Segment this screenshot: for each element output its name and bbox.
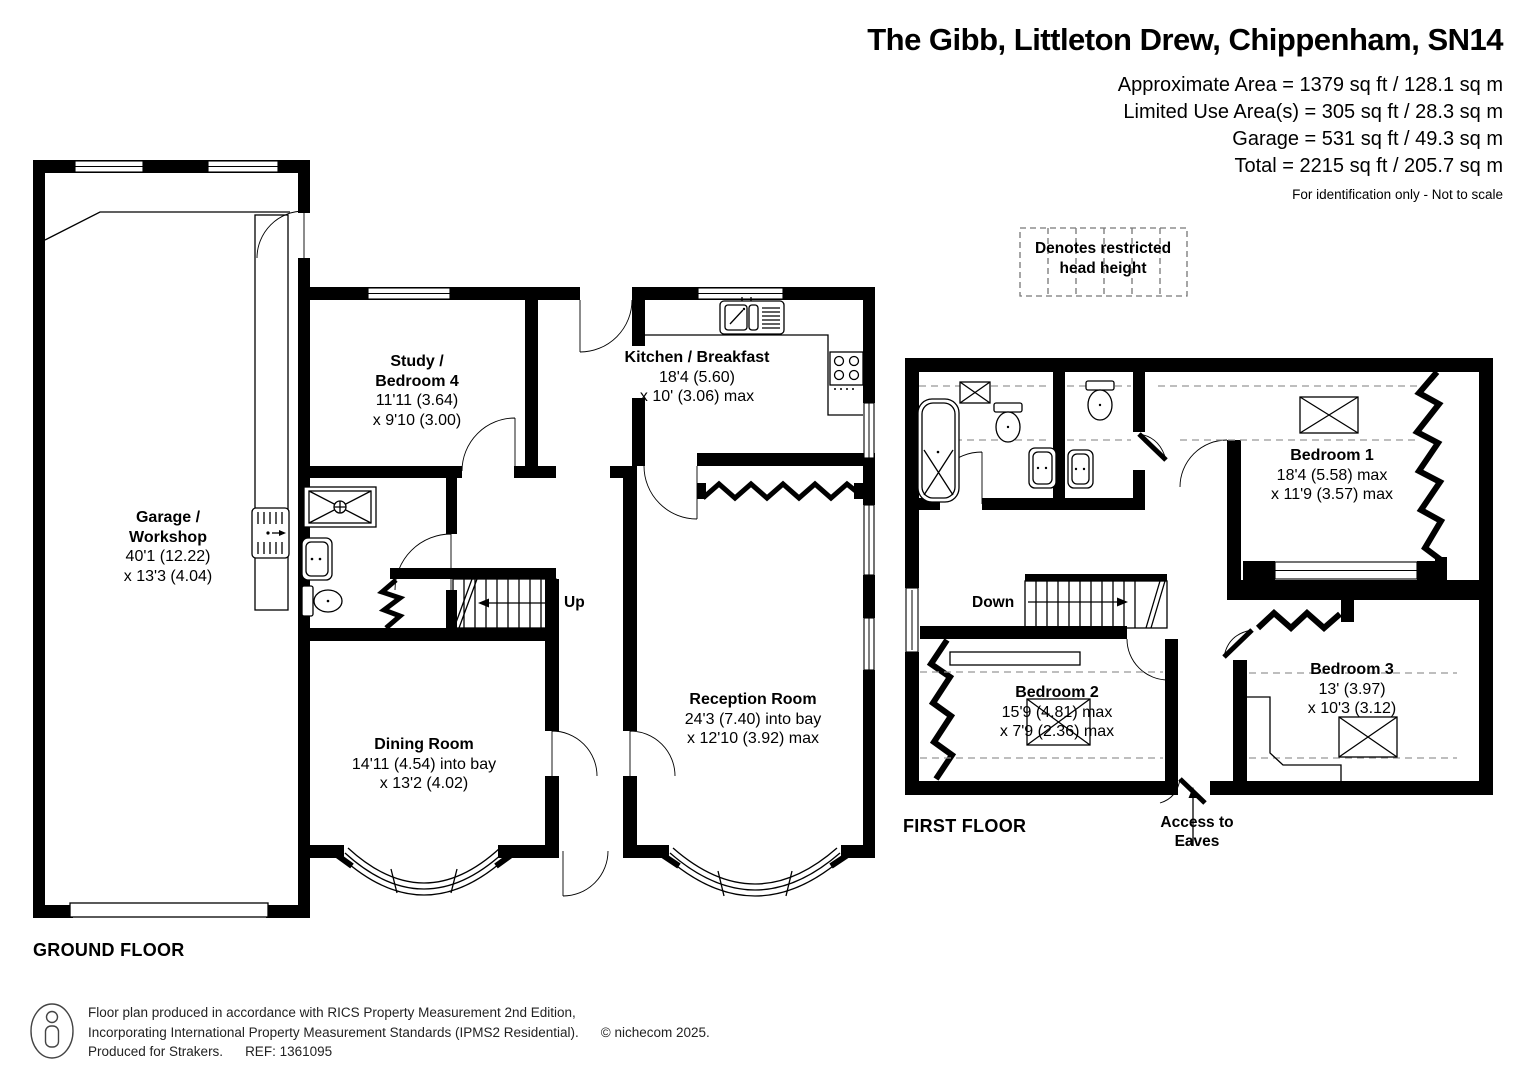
bedroom3-door-leaf	[1222, 628, 1254, 659]
first-floor-walls	[905, 358, 1493, 795]
skylight-icon	[959, 381, 1398, 758]
garage-door	[69, 902, 269, 918]
nichecom-logo-icon	[30, 1003, 74, 1059]
stairs-up-arrow-icon	[478, 598, 489, 608]
toilet-icon	[993, 380, 1115, 443]
first-floor-label: FIRST FLOOR	[903, 816, 1027, 836]
bedroom3-eaves-line	[1247, 696, 1342, 781]
footer-copyright: © nichecom 2025.	[600, 1024, 710, 1040]
stairs-down	[1024, 580, 1168, 629]
room-label-study: Study / Bedroom 4 11'11 (3.64) x 9'10 (3…	[372, 353, 462, 429]
dining-bay-window	[328, 847, 520, 896]
room-label-garage: Garage / Workshop 40'1 (12.22) x 13'3 (4…	[123, 509, 213, 585]
reception-folding-doors	[701, 480, 859, 502]
restricted-head-height-lines	[919, 385, 1457, 759]
stairs-down-arrow-icon	[1117, 597, 1128, 607]
hob-icon	[829, 351, 864, 390]
garage-area-line: Garage = 531 sq ft / 49.3 sq m	[1232, 128, 1503, 150]
bedroom2-eaves-wall	[926, 638, 957, 781]
toilet-icon	[301, 585, 343, 617]
room-label-bedroom1: Bedroom 1 18'4 (5.58) max x 11'9 (3.57) …	[1271, 447, 1393, 503]
bathtub-icon	[917, 398, 960, 503]
bedroom3-eaves-wall	[1255, 608, 1342, 633]
shower-icon	[303, 486, 377, 528]
stairs-down-label: Down	[972, 594, 1015, 611]
room-label-kitchen: Kitchen / Breakfast 18'4 (5.60) x 10' (3…	[624, 349, 770, 405]
total-area-line: Total = 2215 sq ft / 205.7 sq m	[1234, 155, 1504, 177]
kitchen-counter	[639, 300, 863, 416]
approximate-area-line: Approximate Area = 1379 sq ft / 128.1 sq…	[1117, 74, 1503, 96]
limited-use-area-line: Limited Use Area(s) = 305 sq ft / 28.3 s…	[1123, 101, 1503, 123]
footer-ref: REF: 1361095	[245, 1044, 333, 1059]
footer-line3: Produced for Strakers.	[88, 1044, 224, 1059]
footer: Floor plan produced in accordance with R…	[88, 1003, 710, 1062]
legend-label: Denotes restricted head height	[1035, 239, 1171, 279]
legend-line2: head height	[1059, 260, 1147, 277]
legend-line1: Denotes restricted	[1034, 240, 1172, 257]
ground-floor-label: GROUND FLOOR	[33, 940, 185, 960]
room-label-reception: Reception Room 24'3 (7.40) into bay x 12…	[684, 691, 822, 747]
footer-line1: Floor plan produced in accordance with R…	[88, 1005, 576, 1020]
access-eaves-arrow-icon	[1188, 787, 1198, 798]
room-label-bedroom2: Bedroom 2 15'9 (4.81) max x 7'9 (2.36) m…	[999, 684, 1115, 740]
stairs-up-label: Up	[564, 594, 585, 611]
sink-icon	[1028, 447, 1094, 489]
window	[74, 160, 875, 671]
boiler-icon	[251, 507, 290, 559]
window	[905, 561, 1418, 653]
garage-counter	[254, 214, 289, 611]
ground-floor-plan	[33, 160, 875, 918]
sink-icon	[301, 537, 333, 581]
page-title: The Gibb, Littleton Drew, Chippenham, SN…	[867, 22, 1503, 57]
disclaimer: For identification only - Not to scale	[1292, 187, 1503, 202]
access-eaves-label: Access to Eaves	[1160, 814, 1234, 850]
legend-box	[1019, 227, 1188, 297]
kitchen-sink-icon	[719, 297, 785, 335]
bedroom1-eaves-wall	[1412, 370, 1446, 563]
room-label-bedroom3: Bedroom 3 13' (3.97) x 10'3 (3.12)	[1307, 661, 1397, 717]
understairs-folding-door	[377, 578, 406, 630]
first-floor-plan	[905, 358, 1493, 846]
footer-line2: Incorporating International Property Mea…	[88, 1024, 579, 1040]
garage-workbench	[44, 211, 290, 241]
bedroom2-fitted-unit	[949, 651, 1081, 666]
reception-bay-window	[653, 847, 857, 897]
stairs-up	[452, 578, 557, 629]
header: The Gibb, Littleton Drew, Chippenham, SN…	[867, 22, 1503, 202]
ground-floor-doors	[256, 210, 698, 897]
room-label-dining: Dining Room 14'11 (4.54) into bay x 13'2…	[351, 736, 497, 792]
wc-door-leaf	[1137, 432, 1168, 462]
